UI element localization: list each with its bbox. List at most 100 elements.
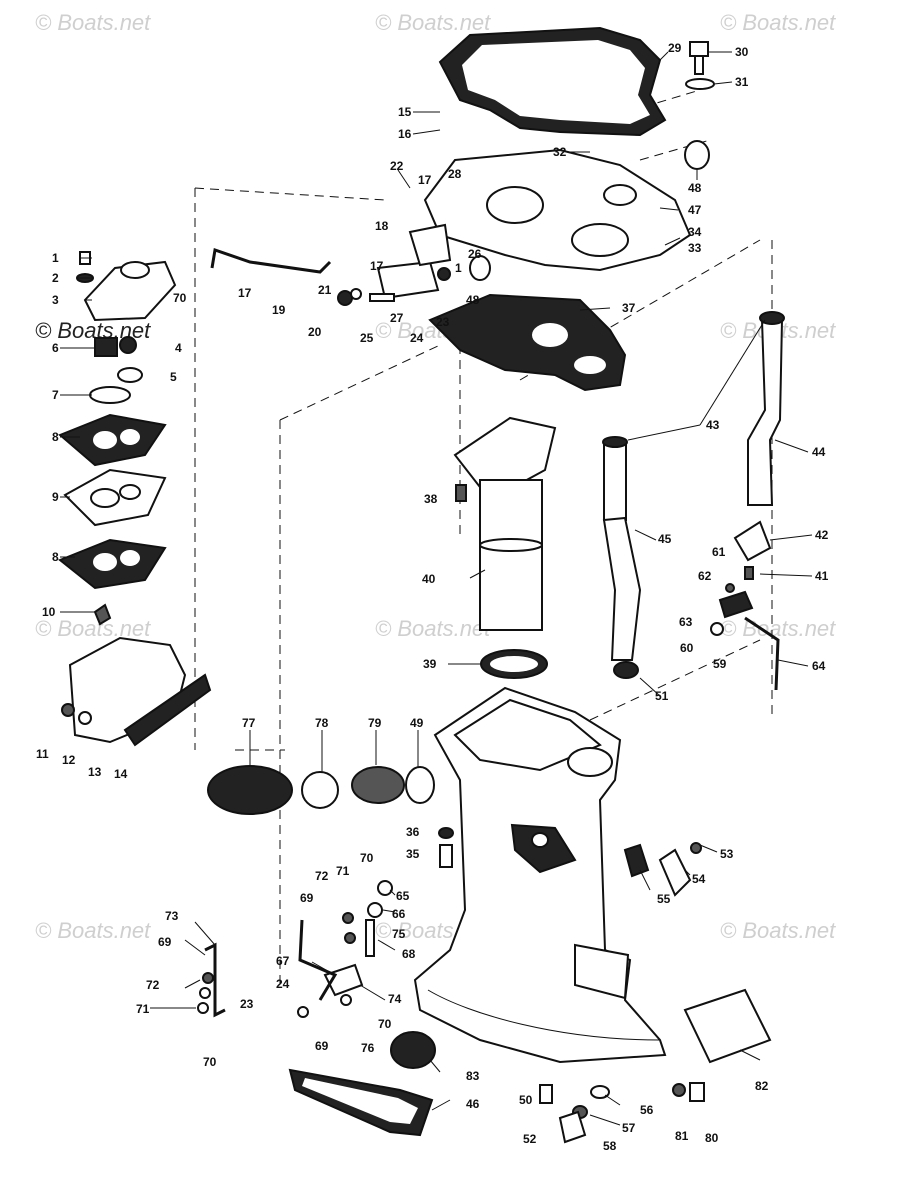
callout-28: 28 bbox=[448, 167, 462, 181]
spring bbox=[94, 337, 118, 357]
shift-bracket bbox=[376, 260, 440, 300]
seal-ring-center bbox=[302, 1078, 418, 1124]
callout-68: 68 bbox=[402, 947, 416, 961]
callout-81: 81 bbox=[675, 1129, 689, 1143]
washer bbox=[367, 902, 383, 918]
washer bbox=[78, 711, 92, 725]
callout-27: 27 bbox=[390, 311, 404, 325]
washer bbox=[342, 912, 354, 924]
washer bbox=[202, 972, 214, 984]
callout-36: 36 bbox=[406, 825, 420, 839]
bracket bbox=[558, 1110, 587, 1144]
adapter-bore bbox=[571, 223, 629, 257]
nut bbox=[337, 290, 353, 306]
nut bbox=[377, 880, 393, 896]
callout-24: 24 bbox=[276, 977, 290, 991]
shift-lever bbox=[323, 963, 364, 997]
callout-33: 33 bbox=[688, 241, 702, 255]
screw bbox=[455, 484, 467, 502]
fuel-pump bbox=[683, 988, 772, 1064]
callout-69: 69 bbox=[300, 891, 314, 905]
callout-75: 75 bbox=[392, 927, 406, 941]
washer bbox=[672, 1083, 686, 1097]
water-tube-lower bbox=[602, 516, 642, 661]
callout-22: 22 bbox=[390, 159, 404, 173]
callout-79: 79 bbox=[368, 716, 382, 730]
callout-77: 77 bbox=[242, 716, 256, 730]
callout-70: 70 bbox=[173, 291, 187, 305]
callout-82: 82 bbox=[755, 1079, 769, 1093]
top-gasket-opening bbox=[462, 40, 650, 124]
drain-plug bbox=[539, 1084, 553, 1104]
watermark: © Boats.net bbox=[375, 10, 491, 35]
callout-72: 72 bbox=[146, 978, 160, 992]
cover bbox=[658, 848, 692, 897]
watermark: © Boats.net bbox=[720, 10, 836, 35]
callout-29: 29 bbox=[668, 41, 682, 55]
tube-grommet bbox=[759, 311, 785, 325]
callout-54: 54 bbox=[692, 872, 706, 886]
callout-51: 51 bbox=[655, 689, 669, 703]
callout-61: 61 bbox=[712, 545, 726, 559]
callout-5: 5 bbox=[170, 370, 177, 384]
callout-13: 13 bbox=[88, 765, 102, 779]
valve-seat bbox=[117, 367, 143, 383]
callout-32: 32 bbox=[553, 145, 567, 159]
watermark: © Boats.net bbox=[375, 616, 491, 641]
callout-47: 47 bbox=[688, 203, 702, 217]
callout-71: 71 bbox=[336, 864, 350, 878]
housing-bore bbox=[567, 747, 613, 777]
callout-17: 17 bbox=[238, 286, 252, 300]
link-rod bbox=[210, 248, 332, 274]
gasket-hole bbox=[574, 356, 606, 374]
callout-46: 46 bbox=[466, 1097, 480, 1111]
callout-17: 17 bbox=[418, 173, 432, 187]
exhaust-tube-bead bbox=[479, 538, 543, 552]
gasket-hole bbox=[120, 429, 140, 445]
spring bbox=[351, 766, 405, 804]
callout-48: 48 bbox=[688, 181, 702, 195]
callout-76: 76 bbox=[361, 1041, 375, 1055]
callout-83: 83 bbox=[466, 1069, 480, 1083]
screw-head bbox=[590, 1085, 610, 1099]
callout-15: 15 bbox=[398, 105, 412, 119]
callout-60: 60 bbox=[680, 641, 694, 655]
callout-1: 1 bbox=[52, 251, 59, 265]
callout-35: 35 bbox=[406, 847, 420, 861]
callout-23: 23 bbox=[240, 997, 254, 1011]
callout-55: 55 bbox=[657, 892, 671, 906]
side-panel bbox=[574, 943, 630, 1000]
screw bbox=[690, 842, 702, 854]
callout-56: 56 bbox=[640, 1103, 654, 1117]
clamp bbox=[405, 766, 435, 804]
housing-gasket bbox=[123, 673, 212, 747]
callout-40: 40 bbox=[422, 572, 436, 586]
bolt-shank bbox=[694, 55, 704, 75]
callout-41: 41 bbox=[815, 569, 829, 583]
callout-62: 62 bbox=[698, 569, 712, 583]
washer bbox=[344, 932, 356, 944]
callout-59: 59 bbox=[713, 657, 727, 671]
bolt-head bbox=[689, 41, 709, 57]
gasket-hole bbox=[93, 431, 117, 449]
rod bbox=[744, 616, 780, 691]
callout-2: 2 bbox=[52, 271, 59, 285]
cover-boss bbox=[120, 261, 150, 279]
callout-65: 65 bbox=[396, 889, 410, 903]
callout-73: 73 bbox=[165, 909, 179, 923]
callout-64: 64 bbox=[812, 659, 826, 673]
callout-23: 23 bbox=[436, 315, 450, 329]
callout-18: 18 bbox=[375, 219, 389, 233]
callout-8: 8 bbox=[52, 550, 59, 564]
callout-74: 74 bbox=[388, 992, 402, 1006]
throttle-arm bbox=[408, 223, 452, 267]
leader-lines bbox=[60, 51, 813, 1126]
housing-top-flange bbox=[453, 698, 602, 772]
water-tube bbox=[603, 441, 627, 521]
callout-6: 6 bbox=[52, 341, 59, 355]
callout-1: 1 bbox=[455, 261, 462, 275]
callout-4: 4 bbox=[175, 341, 182, 355]
callout-80: 80 bbox=[705, 1131, 719, 1145]
callout-30: 30 bbox=[735, 45, 749, 59]
